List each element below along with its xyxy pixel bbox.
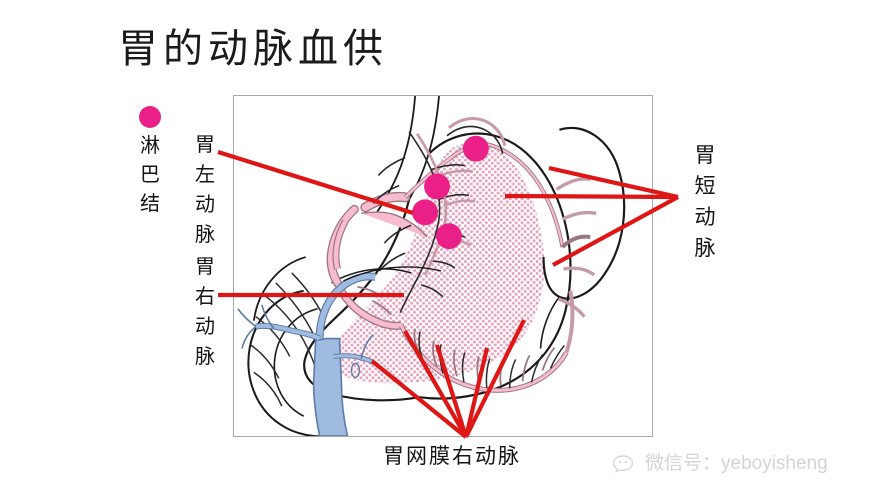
lymph-node-2 (424, 173, 450, 200)
short-gastric-branch-3 (563, 266, 596, 277)
label-left-gastric-artery: 胃左动脉 (195, 134, 215, 246)
lymph-node-1 (462, 135, 489, 162)
portal-vein-trunk (312, 337, 349, 436)
omental-vessel-network (249, 272, 325, 407)
label-short-gastric-arteries: 胃短动脉 (694, 143, 716, 260)
vein-connector-fill (291, 328, 321, 341)
upper-vessel-arch (448, 117, 507, 147)
splenic-artery (561, 234, 591, 249)
watermark: 微信号：yeboyisheng (612, 452, 828, 476)
vein-tributary-1-fill (333, 354, 375, 364)
left-gastroepiploic-artery (564, 290, 575, 354)
duodenum-inner-outline (273, 307, 318, 417)
common-hepatic-artery-fill (328, 206, 358, 287)
upper-vessel-arch-dark (446, 125, 504, 154)
lymph-node-dot-icon (139, 106, 161, 128)
splenic-vein-branch-fill (316, 273, 376, 339)
gastric-arteries-illustration (237, 96, 626, 436)
legend-label-lymph-node: 淋巴结 (140, 135, 160, 215)
lymph-node-4 (436, 223, 462, 250)
duodenum-loop-outline (253, 256, 306, 321)
left-gastric-artery-trunk-fill (361, 193, 409, 211)
duodenum-outline (247, 289, 334, 436)
vein-small-branches (237, 304, 374, 359)
wechat-bubble-icon (612, 455, 634, 473)
vein-valve-detail (350, 362, 361, 379)
pancreas-outline (343, 266, 442, 282)
anatomy-diagram-frame (233, 95, 653, 437)
lymph-node-group (412, 135, 489, 250)
short-gastric-branch-1 (555, 177, 591, 191)
watermark-text: 微信号：yeboyisheng (645, 453, 828, 474)
label-right-gastroepiploic-artery: 胃网膜右动脉 (383, 444, 521, 468)
proper-hepatic-branch-fill (333, 220, 348, 270)
lymph-node-3 (412, 199, 439, 226)
spleen-hilum-outline (539, 296, 561, 349)
short-gastric-branch-2 (561, 210, 597, 221)
label-right-gastric-artery: 胃右动脉 (195, 256, 215, 368)
page-title: 胃的动脉血供 (118, 26, 388, 71)
